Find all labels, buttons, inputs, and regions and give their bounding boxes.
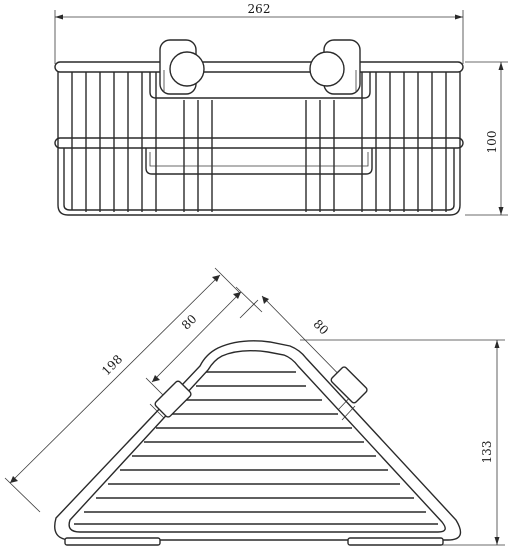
left-leg-dimension: 80 xyxy=(145,286,263,401)
right-leg-dimension-label: 80 xyxy=(310,317,331,338)
right-suction-mount xyxy=(309,39,361,95)
diagonal-dimension: 198 xyxy=(4,267,241,513)
right-wall-mount xyxy=(330,366,368,421)
left-leg-dimension-label: 80 xyxy=(179,312,200,333)
front-view: 262 100 xyxy=(54,2,508,216)
left-wall-mount xyxy=(149,380,192,419)
top-view: 198 80 80 133 xyxy=(4,267,505,546)
depth-dimension-label: 133 xyxy=(480,441,494,464)
corner-basket xyxy=(54,340,462,546)
height-dimension: 100 xyxy=(465,61,508,216)
left-suction-mount xyxy=(159,39,205,95)
diagonal-dimension-label: 198 xyxy=(99,352,125,378)
height-dimension-label: 100 xyxy=(485,131,499,154)
width-dimension: 262 xyxy=(54,2,464,64)
front-basket xyxy=(54,39,464,216)
front-wires xyxy=(71,72,447,212)
width-dimension-label: 262 xyxy=(248,2,271,16)
basket-wires xyxy=(74,371,438,525)
